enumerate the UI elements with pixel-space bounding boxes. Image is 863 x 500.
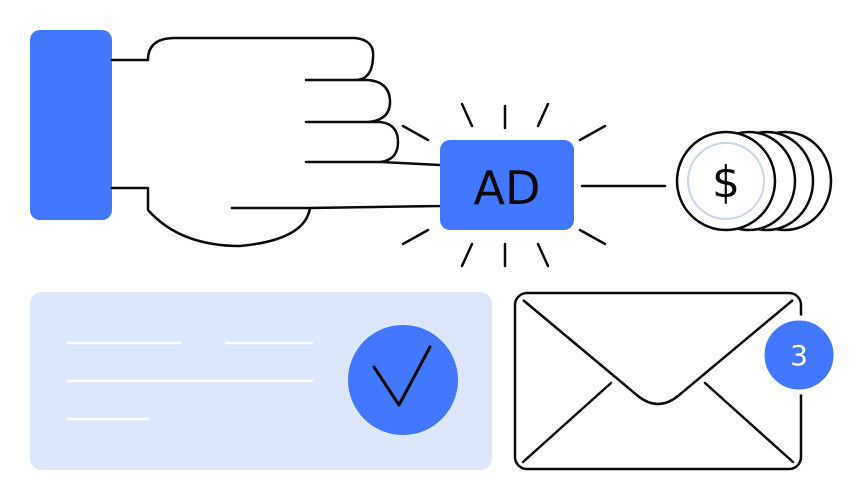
envelope-body [513,291,803,471]
glow-rays [401,102,607,268]
envelope-icon[interactable] [513,291,803,471]
envelope-flap [522,299,794,406]
ad-button-label: AD [474,161,541,215]
ad-button-bg[interactable] [440,140,574,230]
hand-pointing-icon [30,30,457,248]
dollar-symbol: $ [712,157,740,208]
coin-stack-icon: $ [675,130,833,232]
envelope-fold-right [703,381,795,464]
badge-count: 3 [790,339,808,372]
confirmation-card [30,292,492,470]
hand-outline [110,36,457,248]
checkmark-icon[interactable] [348,325,458,435]
envelope-fold-left [521,381,613,464]
notification-badge[interactable]: 3 [759,315,839,395]
sleeve-cuff [30,30,112,220]
front-coin [675,130,777,232]
front-coin-ring [687,142,765,220]
ad-button[interactable]: AD [440,140,574,230]
